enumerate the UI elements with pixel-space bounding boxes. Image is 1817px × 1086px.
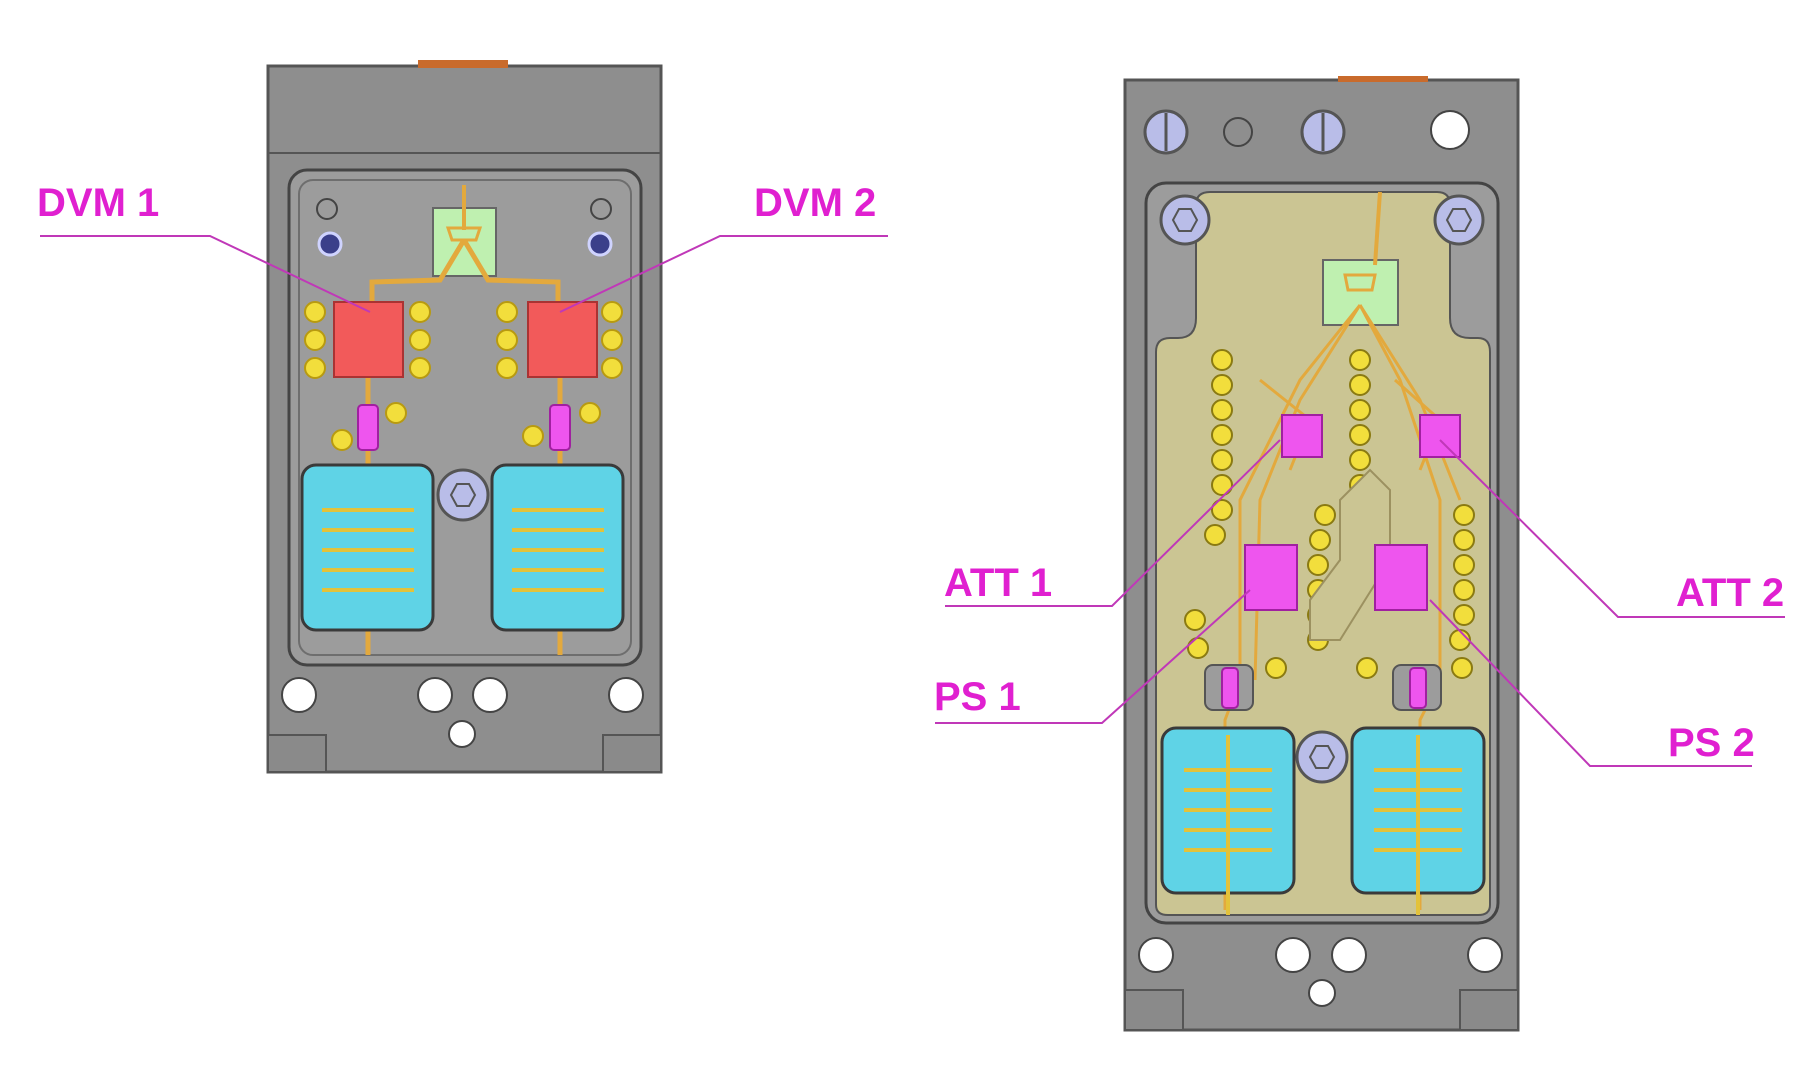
att2-chip [1419, 414, 1461, 458]
leader-lines [40, 235, 1785, 767]
screw-icon [1159, 194, 1211, 246]
screw-icon [587, 231, 613, 257]
left-module [266, 60, 663, 774]
left-filter-1 [300, 463, 435, 632]
pads [1184, 349, 1475, 679]
screw-icon [436, 468, 490, 522]
mounting-hole-icon [281, 677, 644, 748]
screw-icon [1433, 194, 1485, 246]
pads [304, 301, 623, 451]
right-module [1123, 76, 1520, 1032]
left-top-tab [418, 60, 508, 68]
mounting-hole-icon [1430, 110, 1470, 150]
ps1-chip [1244, 544, 1298, 611]
screw-icon [317, 231, 343, 257]
screw-icon [1143, 109, 1189, 155]
component-labels: DVM 1 DVM 2 ATT 1 ATT 2 PS 1 PS 2 [37, 181, 1784, 765]
label-att1: ATT 1 [944, 561, 1052, 605]
screw-icon [1295, 730, 1349, 784]
left-filter-2 [490, 463, 625, 632]
label-dvm1: DVM 1 [37, 181, 159, 225]
att1-chip [1281, 414, 1323, 458]
label-ps2: PS 2 [1668, 721, 1755, 765]
dvm1-chip [333, 301, 404, 378]
screw-icon [1300, 109, 1346, 155]
label-att2: ATT 2 [1676, 571, 1784, 615]
right-diode-box [1322, 259, 1399, 326]
label-ps1: PS 1 [934, 675, 1021, 719]
ps2-chip [1374, 544, 1428, 611]
mounting-hole-icon [1138, 937, 1503, 1007]
label-dvm2: DVM 2 [754, 181, 876, 225]
dvm2-chip [527, 301, 598, 378]
